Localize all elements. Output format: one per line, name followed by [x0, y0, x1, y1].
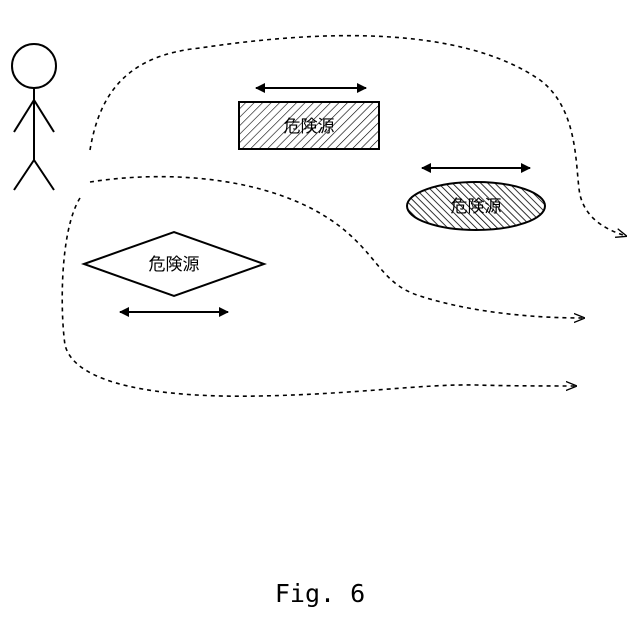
person-head: [12, 44, 56, 88]
hazard-ellipse: 危険源: [407, 168, 545, 230]
person-right-leg: [34, 160, 54, 190]
figure-caption: Fig. 6: [275, 579, 365, 608]
hazard-rectangle: 危険源: [239, 88, 379, 149]
person-right-arm: [34, 100, 54, 132]
person-left-leg: [14, 160, 34, 190]
hazard-rectangle-label: 危険源: [284, 117, 335, 137]
person-left-arm: [14, 100, 34, 132]
person-icon: [12, 44, 56, 190]
hazard-diamond: 危険源: [84, 232, 264, 312]
hazard-ellipse-label: 危険源: [451, 197, 502, 217]
hazard-diamond-label: 危険源: [149, 255, 200, 275]
